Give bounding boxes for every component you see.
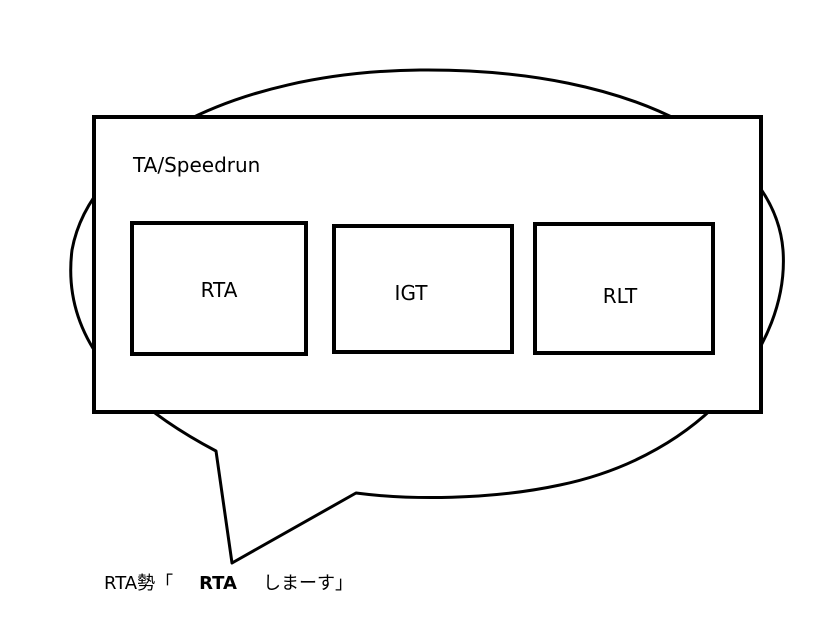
inner-box-rta [130, 221, 308, 356]
caption: RTA勢「 RTA しまーす」 [104, 569, 353, 595]
inner-box-label-igt: IGT [394, 281, 428, 305]
inner-box-igt [332, 224, 514, 354]
caption-emphasis: RTA [199, 573, 237, 594]
inner-box-label-rta: RTA [200, 278, 238, 302]
inner-box-label-rlt: RLT [602, 284, 638, 308]
caption-speaker: RTA勢「 [104, 573, 174, 594]
outer-box-label: TA/Speedrun [133, 153, 261, 177]
inner-box-rlt [533, 222, 715, 355]
caption-rest: しまーす」 [262, 573, 353, 594]
